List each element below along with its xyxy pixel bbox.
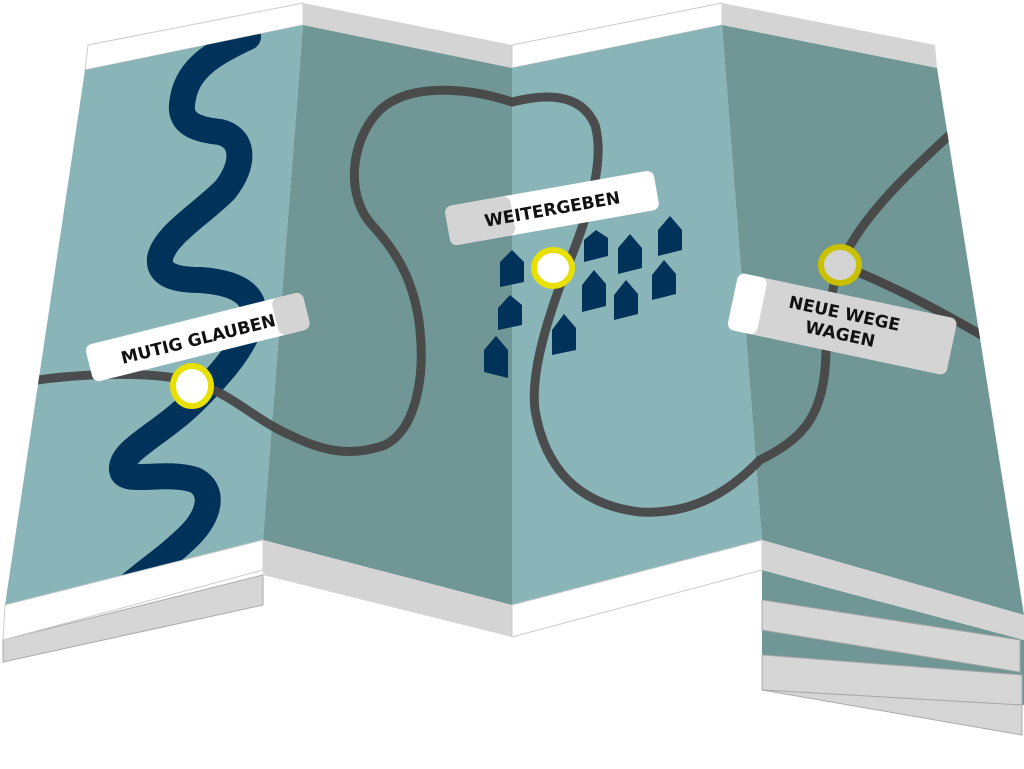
house-icon <box>614 280 638 320</box>
bottom-edge-strips <box>2 539 1024 641</box>
house-icon <box>584 230 608 262</box>
house-icon <box>658 216 682 256</box>
panel-2 <box>263 25 512 605</box>
house-icon <box>618 234 642 274</box>
stop-marker-weitergeben[interactable] <box>531 247 575 289</box>
panel-3 <box>512 25 762 605</box>
lower-fold-layers <box>2 570 1024 736</box>
road <box>25 85 960 517</box>
river <box>109 25 267 598</box>
house-icon <box>652 260 676 300</box>
stop-marker-neue-wege-wagen[interactable] <box>818 244 862 286</box>
house-icon <box>500 250 524 287</box>
stop-label-neue-wege-wagen: NEUE WEGE WAGEN <box>727 273 957 375</box>
house-icon <box>582 270 606 312</box>
house-icon <box>498 295 522 330</box>
stop-marker-mutig-glauben[interactable] <box>170 363 214 409</box>
house-icon <box>552 314 576 355</box>
town-houses <box>484 216 682 378</box>
top-edge-strips <box>84 2 937 71</box>
house-icon <box>484 336 508 378</box>
